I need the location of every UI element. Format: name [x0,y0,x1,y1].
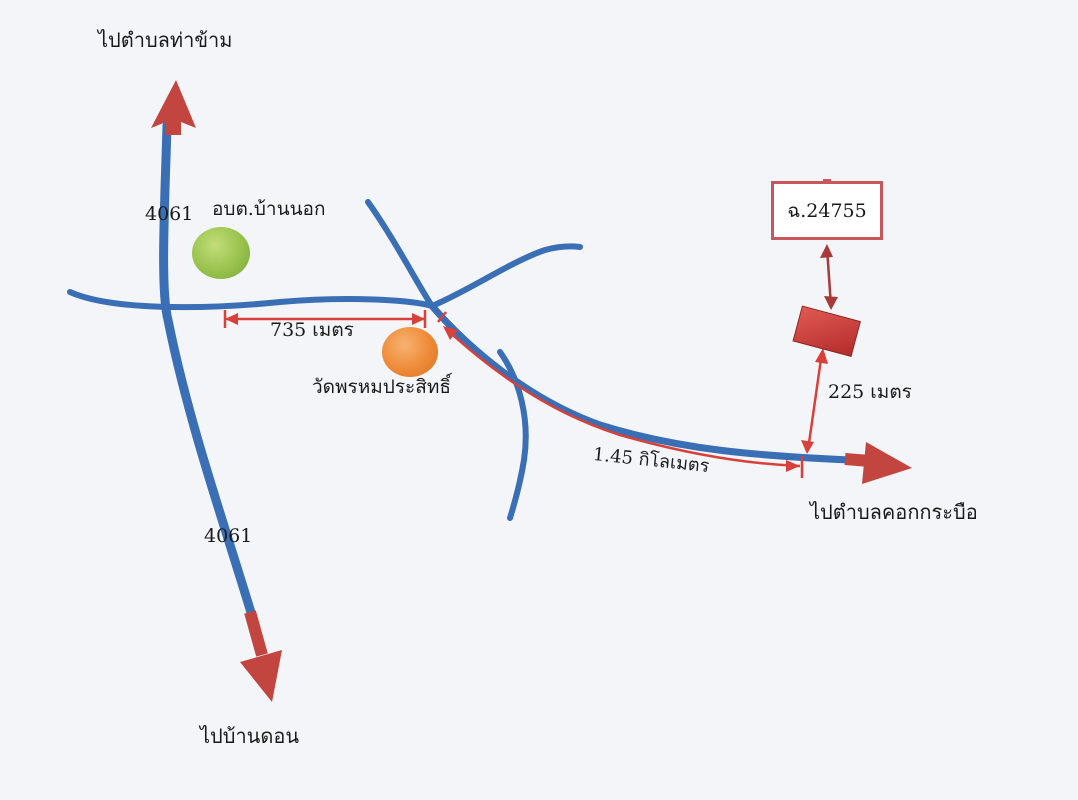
measure-1450 [437,311,804,478]
distance-225-label: 225 เมตร [828,381,912,403]
deed-box-tab [823,179,831,184]
deed-number: ฉ.24755 [787,199,867,222]
obt-label: อบต.บ้านนอก [212,198,326,220]
east-west-road [67,289,435,311]
deed-connector [820,244,838,310]
east-road [428,302,854,464]
route-south-label: 4061 [204,525,253,547]
south-arrow-shaft [244,610,268,657]
measure-225 [801,348,828,454]
east-direction-label: ไปตำบลคอกกระบือ [810,500,978,524]
highway-4061 [159,120,263,641]
north-direction-label: ไปตำบลท่าข้าม [98,28,233,52]
deed-box: ฉ.24755 [771,179,883,240]
distance-735-label: 735 เมตร [270,319,354,341]
measure-735 [223,310,427,328]
route-north-label: 4061 [145,203,194,225]
east-arrow-icon [862,442,912,484]
south-direction-label: ไปบ้านดอน [200,724,300,748]
plot-marker [792,305,861,357]
temple-label: วัดพรหมประสิทธิ์ [312,376,451,398]
north-arrow-icon [151,80,196,135]
obt-marker [192,227,250,279]
south-branch-road [497,349,529,521]
temple-marker [382,327,438,377]
south-arrow-icon [240,650,282,702]
northeast-road [429,243,583,309]
diagonal-road-north [365,199,435,309]
